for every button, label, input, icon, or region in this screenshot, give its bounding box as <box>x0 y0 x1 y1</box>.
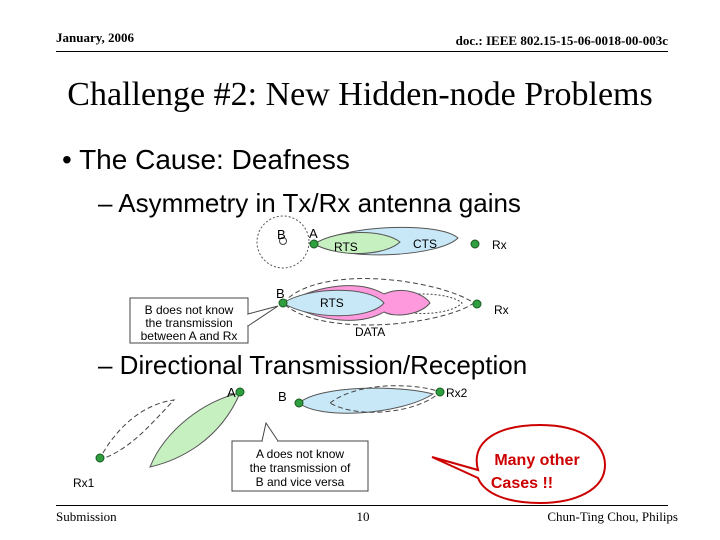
node-rx1 <box>95 453 105 463</box>
note-a-line1: A does not know <box>256 447 344 461</box>
label-a-1: A <box>309 226 318 241</box>
header-doc-id: doc.: IEEE 802.15-15-06-0018-00-003c <box>455 33 668 48</box>
lobe-rts-2 <box>282 289 385 317</box>
label-rx-2: Rx <box>494 303 509 317</box>
slide-title: Challenge #2: New Hidden-node Problems <box>67 76 653 113</box>
note-b-line3: between A and Rx <box>141 329 238 343</box>
note-a-line2: the transmission of <box>250 461 351 475</box>
label-rts-1: RTS <box>334 240 358 254</box>
bullet-cause: • The Cause: Deafness <box>62 144 350 175</box>
header-date: January, 2006 <box>56 30 135 45</box>
label-cts-1: CTS <box>413 237 437 251</box>
lobe-rts <box>312 232 401 254</box>
node-b-3 <box>294 398 304 408</box>
subbullet-directional: – Directional Transmission/Reception <box>98 350 528 380</box>
footer-page-number: 10 <box>356 509 370 524</box>
callout-line1: Many other <box>494 452 579 469</box>
node-b-1 <box>279 237 287 245</box>
callout-line2: Cases !! <box>491 475 553 492</box>
note-b-line1: B does not know <box>145 303 234 317</box>
node-a-1 <box>309 239 319 249</box>
node-b-2 <box>278 298 288 308</box>
label-b-2: B <box>276 286 285 301</box>
note-b-line2: the transmission <box>145 316 232 330</box>
label-a-3: A <box>227 385 236 400</box>
label-rx-1: Rx <box>492 238 507 252</box>
footer-divider <box>56 505 668 506</box>
node-rx-1 <box>470 239 480 249</box>
subbullet-asymmetry: – Asymmetry in Tx/Rx antenna gains <box>98 188 521 218</box>
label-rx2: Rx2 <box>446 386 468 400</box>
callout-bubble <box>431 423 607 505</box>
node-rx2 <box>435 387 445 397</box>
omni-range-circle <box>256 215 310 269</box>
label-b-1: B <box>277 227 286 242</box>
note-pointer-b <box>247 305 279 327</box>
lobe-a-beam <box>149 392 241 468</box>
label-b-3: B <box>278 389 287 404</box>
label-data: DATA <box>355 325 385 339</box>
lobe-b-beam <box>298 387 435 414</box>
note-pointer-a <box>261 421 279 442</box>
header-divider <box>56 51 668 52</box>
note-box-a <box>231 440 369 492</box>
lobe-rx1-range <box>97 399 176 461</box>
label-rts-2: RTS <box>320 296 344 310</box>
footer-author: Chun-Ting Chou, Philips <box>547 509 678 524</box>
label-rx1: Rx1 <box>73 476 95 490</box>
footer-submission: Submission <box>56 509 117 524</box>
note-a-line3: B and vice versa <box>256 475 345 489</box>
node-rx-2 <box>472 299 482 309</box>
node-a-3 <box>235 387 245 397</box>
